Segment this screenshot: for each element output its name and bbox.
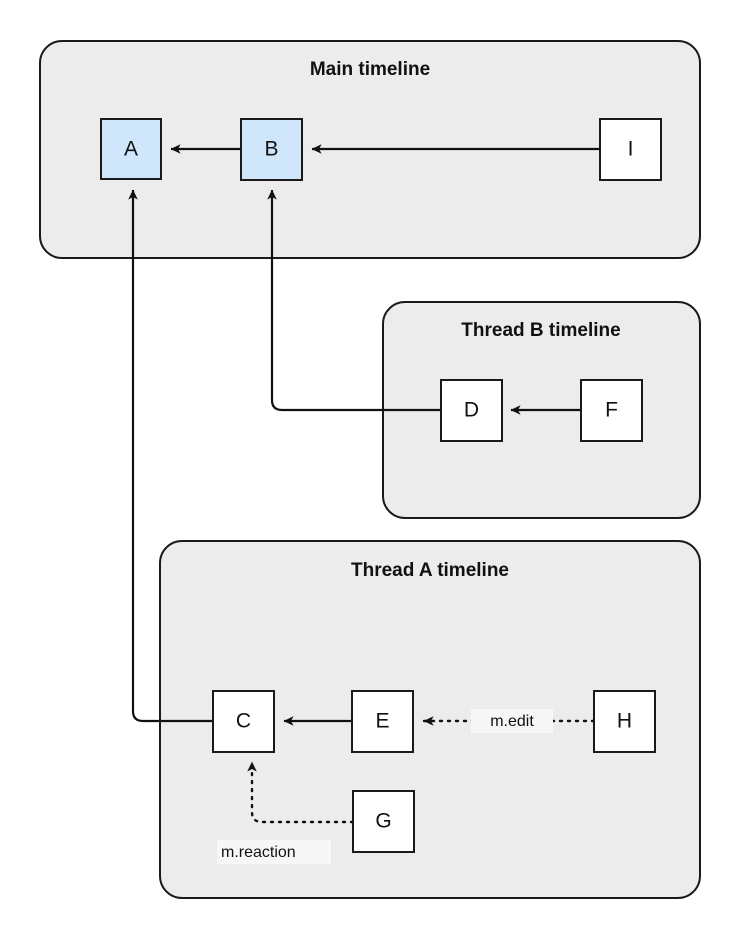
node-i-label: I [628,138,634,161]
node-f-label: F [605,399,618,422]
node-h[interactable]: H [593,690,656,753]
group-thread-b-timeline-title: Thread B timeline [461,320,620,341]
node-b-rect[interactable] [240,118,303,181]
edge-label-m-edit: m.edit [471,709,553,733]
node-a[interactable]: A [100,118,162,180]
edge-g-to-c [247,760,355,824]
group-thread-a-timeline-title: Thread A timeline [351,560,509,581]
node-b-label: B [264,138,278,161]
edge-c-to-a [128,189,213,723]
node-i-rect[interactable] [599,118,662,181]
node-b[interactable]: B [240,118,303,181]
node-f[interactable]: F [580,379,643,442]
node-a-label: A [124,138,138,161]
node-i[interactable]: I [599,118,662,181]
node-h-label: H [617,710,632,733]
node-c-rect[interactable] [212,690,275,753]
node-e-rect[interactable] [351,690,414,753]
edge-label-m-edit-text: m.edit [490,713,534,730]
node-g-label: G [375,810,391,833]
group-main-timeline-title: Main timeline [310,59,430,80]
node-e[interactable]: E [351,690,414,753]
edge-d-to-b [267,189,441,412]
edge-label-m-edit-bg [471,709,553,733]
node-g-rect[interactable] [352,790,415,853]
node-d-label: D [464,399,479,422]
edge-label-m-reaction: m.reaction [217,840,331,864]
node-d[interactable]: D [440,379,503,442]
node-f-rect[interactable] [580,379,643,442]
node-c-label: C [236,710,251,733]
node-g[interactable]: G [352,790,415,853]
node-e-label: E [375,710,389,733]
node-c[interactable]: C [212,690,275,753]
node-a-rect[interactable] [100,118,162,180]
edge-label-m-reaction-text: m.reaction [221,844,296,861]
node-h-rect[interactable] [593,690,656,753]
edge-label-m-reaction-bg [217,840,331,864]
node-d-rect[interactable] [440,379,503,442]
